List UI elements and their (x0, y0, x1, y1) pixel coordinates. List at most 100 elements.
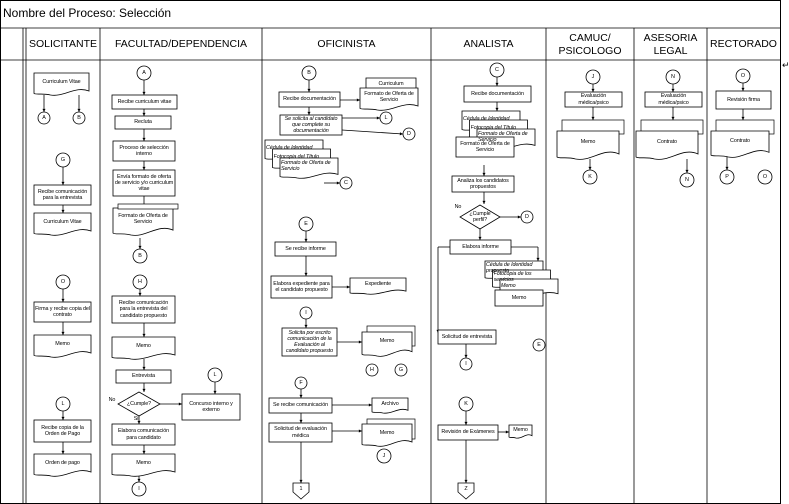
node-label-o_foto: Fotocopia del Título (273, 153, 319, 160)
connector-label-L: L (213, 371, 217, 378)
process-box (437, 329, 497, 345)
connector-label-E: E (537, 341, 541, 348)
document-shape (371, 397, 409, 414)
arrow-head (138, 292, 142, 296)
node-label-f_envia: Envía formato de oferta de servicio y/o … (114, 173, 174, 193)
connector-label-L: L (61, 400, 65, 407)
connector-label-B: B (138, 252, 142, 259)
process-box (112, 169, 176, 197)
arrow-head (77, 108, 81, 112)
decision-si-label: Si (133, 416, 139, 423)
node-label-o_recibe_com: Se recibe comunicación (272, 402, 329, 409)
arrow-head (346, 285, 350, 289)
process-box (494, 289, 544, 307)
arrow-head (61, 450, 65, 454)
process-box (279, 114, 343, 136)
arrow-head (741, 116, 745, 120)
arrow-head (591, 116, 595, 120)
process-box (644, 91, 703, 108)
node-label-a_analiza: Analiza los candidatos propuestos (457, 177, 509, 190)
lane-header-solicitante: SOLICITANTE (28, 38, 98, 50)
process-box (111, 94, 178, 110)
arrow-head (464, 479, 468, 483)
process-box (715, 90, 772, 110)
arrow-head (307, 88, 311, 92)
connector-label-O: O (740, 72, 746, 79)
node-label-s_firma: Firma y recibe copia del contrato (35, 305, 90, 318)
arrow-head (588, 166, 592, 170)
document-shape (556, 130, 620, 160)
arrow-head (685, 169, 689, 173)
node-label-f_memo2: Memo (136, 459, 151, 466)
node-label-f_proceso: Proceso de selección interno (119, 144, 169, 157)
node-label-f_concurso: Concurso interno y externo (189, 400, 233, 413)
cursor-mark: ↵ (782, 60, 789, 70)
arrow-head (464, 354, 468, 358)
connector-circle (365, 363, 379, 377)
arrow-head (299, 394, 303, 398)
lane-header-rectorado: RECTORADO (710, 38, 777, 50)
connector-label-P: P (725, 173, 729, 180)
connector-label-F: F (299, 379, 303, 386)
process-box (111, 295, 176, 324)
arrow-head (399, 132, 403, 136)
node-label-a_cedula2: Cédula de Identidad propuesta (486, 261, 533, 275)
document-shape (33, 453, 92, 477)
connector-label-L: L (384, 114, 388, 121)
connector-label-K: K (588, 173, 592, 180)
decision-no-label-2: No (454, 203, 462, 210)
document-shape (112, 207, 174, 236)
process-box (278, 91, 341, 108)
arrow-head (61, 181, 65, 185)
node-label-a_solicitud: Solicitud de entrevista (441, 333, 493, 340)
process-box (111, 423, 176, 446)
arrow-head (517, 215, 521, 219)
arrow-head (61, 298, 65, 302)
document-shape (111, 336, 176, 360)
arrow-head (61, 331, 65, 335)
process-box (33, 419, 92, 443)
document-shape (33, 334, 92, 358)
arrow-head (356, 98, 360, 102)
process-box (268, 397, 333, 414)
connector-label-J: J (382, 452, 386, 459)
process-box (455, 136, 515, 158)
arrow-head (671, 88, 675, 92)
connector-circle (532, 338, 546, 352)
node-label-a_cedula: Cédula de Identidad (463, 115, 510, 122)
connector-label-I: I (305, 309, 307, 316)
connector-label-O: O (762, 173, 768, 180)
document-stack-edge (117, 203, 179, 210)
node-label-c_memo: Memo (580, 139, 596, 146)
arrow-head (304, 272, 308, 276)
connector-label-B: B (307, 69, 311, 76)
node-label-s_curr2: Curriculum Vitae (43, 218, 82, 225)
process-box (437, 424, 499, 441)
connector-label-O: O (60, 278, 66, 285)
document-shape (359, 87, 419, 111)
node-label-o_recibe_doc: Recibe documentación (283, 96, 336, 103)
connector-circle (757, 169, 773, 185)
connector-label-H: H (370, 366, 374, 373)
node-label-s_recibe: Recibe comunicación para la entrevista (37, 188, 88, 201)
node-label-a_memo2: Memo (513, 427, 528, 434)
document-shape (635, 130, 699, 160)
node-label-f_recibe_com: Recibe comunicación para la entrevista d… (118, 300, 169, 319)
node-label-l_contrato: Contrato (657, 139, 677, 146)
process-box (114, 115, 172, 130)
node-label-f_cumple: ¿Cumple? (126, 400, 152, 407)
process-box (463, 85, 532, 103)
arrow-head (482, 172, 486, 176)
node-label-o_sol_eval: Solicitud de evaluación médica (274, 426, 327, 439)
process-box (268, 422, 333, 443)
node-label-a_foto2: Fotocopia de los servicios (493, 270, 532, 284)
node-label-o_memo: Memo (379, 338, 395, 345)
lane-header-oficinista: OFICINISTA (317, 38, 376, 50)
arrow-head (307, 111, 311, 115)
arrow-head (142, 112, 146, 116)
arrow-head (142, 366, 146, 370)
document-shape (508, 424, 533, 439)
arrow-head (137, 478, 141, 482)
process-box (181, 393, 241, 421)
